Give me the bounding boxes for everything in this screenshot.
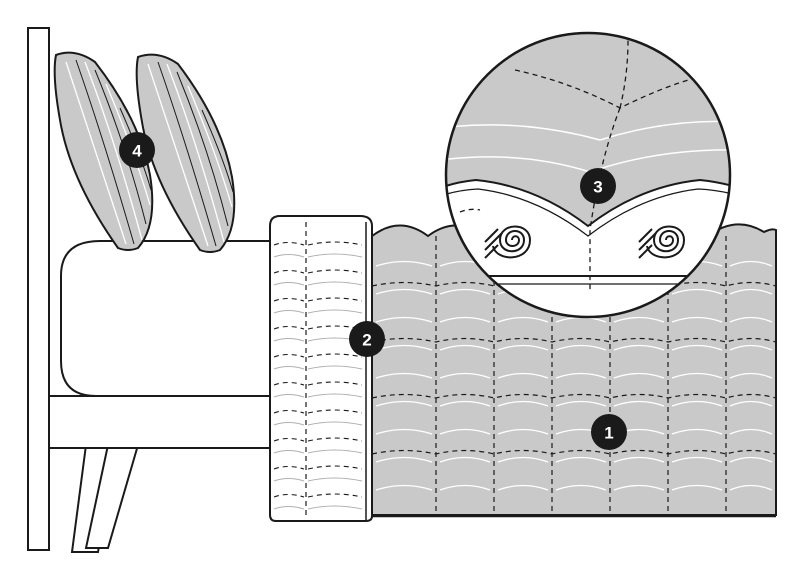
callout-badge-2: 2 bbox=[349, 321, 385, 357]
blanket-highlight bbox=[375, 456, 773, 463]
topper-seam-horizontal bbox=[273, 241, 363, 246]
callout-badge-4: 4 bbox=[119, 132, 155, 168]
callout-label-1: 1 bbox=[604, 424, 613, 443]
blanket-seam-horizontal bbox=[371, 337, 777, 343]
callout-label-3: 3 bbox=[593, 178, 602, 197]
spiral-logo-icon bbox=[484, 225, 686, 259]
blanket-seam-horizontal bbox=[371, 393, 777, 399]
topper-seam-horizontal bbox=[273, 465, 363, 470]
mattress bbox=[60, 240, 291, 397]
topper-highlight bbox=[273, 365, 363, 370]
topper-seam-horizontal bbox=[273, 269, 363, 274]
blanket-highlight bbox=[375, 428, 773, 435]
blanket-highlight bbox=[375, 484, 773, 491]
blanket-highlight bbox=[375, 400, 773, 407]
topper-highlight bbox=[273, 505, 363, 510]
callout-label-2: 2 bbox=[362, 331, 371, 350]
pillow-left bbox=[53, 51, 154, 251]
topper-seam-horizontal bbox=[273, 437, 363, 442]
blanket-highlight bbox=[375, 344, 773, 351]
callout-badge-3: 3 bbox=[580, 168, 616, 204]
headboard bbox=[27, 27, 50, 551]
blanket-highlight bbox=[375, 372, 773, 379]
bed-frame-icon bbox=[27, 27, 287, 553]
topper-highlight bbox=[273, 309, 363, 314]
topper-seam-horizontal bbox=[273, 409, 363, 414]
topper-seam-horizontal bbox=[273, 297, 363, 302]
topper-highlight bbox=[273, 421, 363, 426]
topper-highlight bbox=[273, 477, 363, 482]
callout-label-4: 4 bbox=[132, 142, 142, 161]
topper-seam-horizontal bbox=[273, 381, 363, 386]
topper-seam-horizontal bbox=[273, 353, 363, 358]
pillow-right bbox=[135, 53, 236, 253]
callout-badge-1: 1 bbox=[591, 414, 627, 450]
topper-highlight bbox=[273, 253, 363, 258]
topper-highlight bbox=[273, 393, 363, 398]
topper-seam-horizontal bbox=[273, 493, 363, 498]
topper-highlight bbox=[273, 281, 363, 286]
pillow-icon bbox=[53, 51, 236, 253]
topper-highlight bbox=[273, 449, 363, 454]
bed-rail bbox=[45, 395, 287, 449]
blanket-seam-horizontal bbox=[371, 449, 777, 455]
folded-topper bbox=[269, 215, 373, 522]
